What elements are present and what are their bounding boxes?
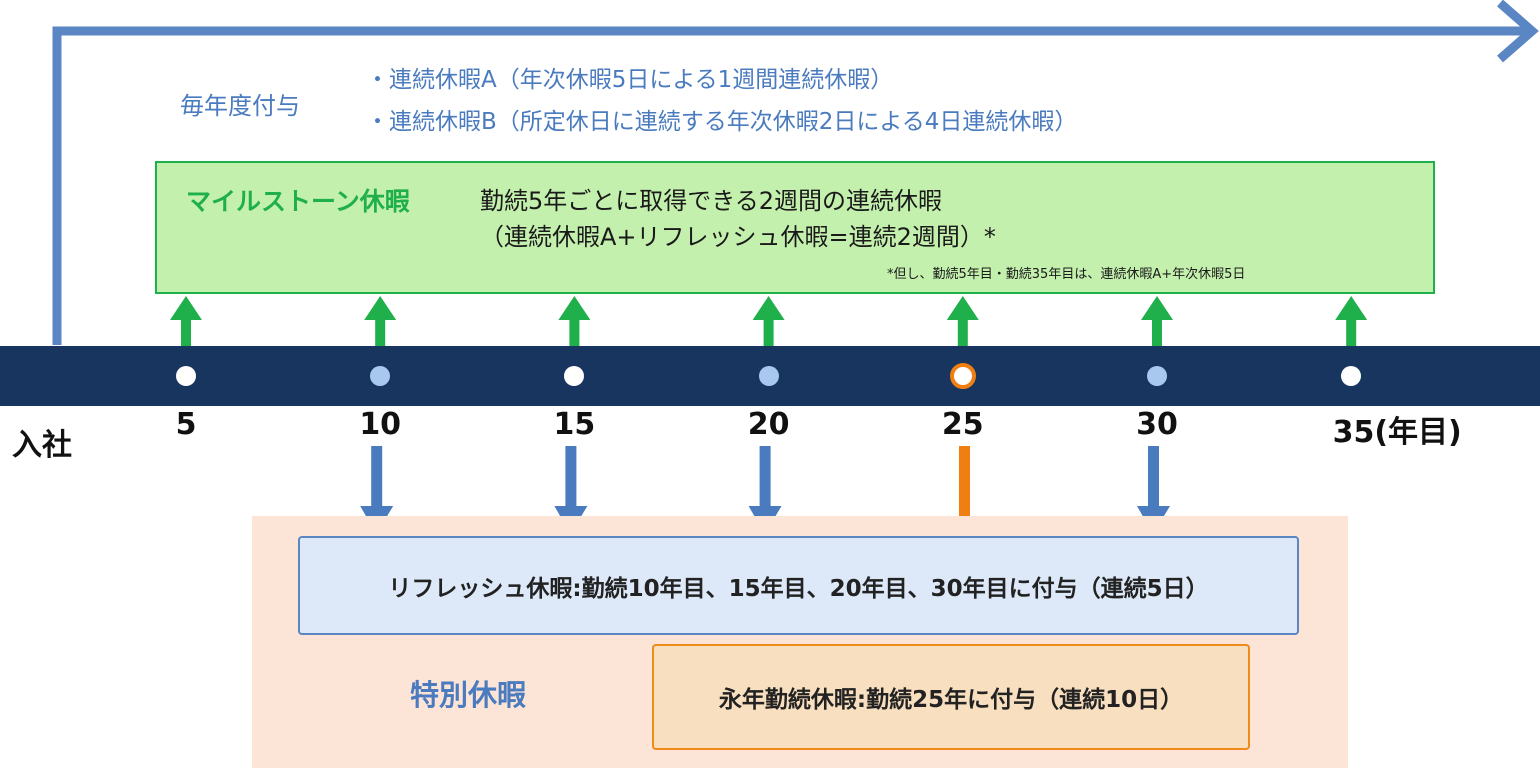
milestone-desc-line1: 勤続5年ごとに取得できる2週間の連続休暇 — [480, 187, 943, 215]
refresh-arrow-shaft-20 — [759, 446, 771, 510]
milestone-desc-line2: （連続休暇A+リフレッシュ休暇=連続2週間）* — [480, 223, 996, 251]
refresh-leave-box: リフレッシュ休暇:勤続10年目、15年目、20年目、30年目に付与（連続5日） — [298, 536, 1299, 635]
milestone-arrow-shaft-25 — [957, 318, 968, 346]
milestone-arrow-shaft-20 — [763, 318, 774, 346]
timeline-dot-35 — [1341, 366, 1362, 386]
refresh-arrow-shaft-15 — [565, 446, 577, 510]
milestone-arrow-head-5 — [170, 296, 202, 320]
milestone-arrow-shaft-30 — [1152, 318, 1162, 346]
milestone-title: マイルストーン休暇 — [186, 187, 410, 216]
start-label: 入社 — [12, 428, 72, 463]
career-path-arrow — [52, 26, 1530, 345]
milestone-arrow-head-30 — [1141, 296, 1173, 320]
milestone-arrow-head-15 — [558, 296, 591, 320]
timeline-tick-30: 30 — [1136, 407, 1178, 442]
timeline-tick-15: 15 — [553, 407, 596, 442]
timeline-dot-25 — [949, 363, 976, 389]
career-path-arrowhead — [1497, 0, 1539, 63]
timeline-tick-5: 5 — [175, 407, 197, 442]
annual-item-b: ・連続休暇B（所定休日に連続する年次休暇2日による4日連続休暇） — [366, 109, 1078, 135]
special-leave-label: 特別休暇 — [410, 678, 527, 712]
milestone-arrow-shaft-5 — [181, 318, 191, 346]
milestone-note: *但し、勤続5年目・勤続35年目は、連続休暇A+年次休暇5日 — [887, 267, 1246, 282]
timeline-dot-20 — [758, 366, 779, 386]
timeline-dot-30 — [1147, 366, 1167, 386]
milestone-arrow-shaft-10 — [375, 318, 386, 346]
milestone-arrow-head-25 — [946, 296, 979, 320]
long-service-leave-box: 永年勤続休暇:勤続25年に付与（連続10日） — [652, 644, 1250, 750]
milestone-arrow-shaft-15 — [569, 318, 580, 346]
annual-grant-label: 毎年度付与 — [180, 92, 300, 120]
timeline-dot-15 — [564, 366, 585, 386]
milestone-arrow-shaft-35 — [1346, 318, 1357, 346]
milestone-arrow-head-20 — [752, 296, 785, 320]
timeline-tick-25: 25 — [941, 407, 984, 442]
milestone-box — [155, 161, 1435, 294]
timeline-dot-5 — [176, 366, 196, 386]
refresh-arrow-shaft-30 — [1148, 446, 1159, 510]
milestone-arrow-head-10 — [364, 296, 397, 320]
milestone-arrow-head-35 — [1335, 296, 1368, 320]
timeline-dot-10 — [370, 366, 391, 386]
milestone-arrows — [170, 296, 1368, 346]
refresh-arrow-shaft-10 — [371, 446, 383, 510]
timeline-tick-20: 20 — [747, 407, 790, 442]
timeline-tick-10: 10 — [359, 407, 402, 442]
timeline-tick-35: 35(年目) — [1332, 415, 1462, 450]
annual-item-a: ・連続休暇A（年次休暇5日による1週間連続休暇） — [366, 67, 894, 93]
